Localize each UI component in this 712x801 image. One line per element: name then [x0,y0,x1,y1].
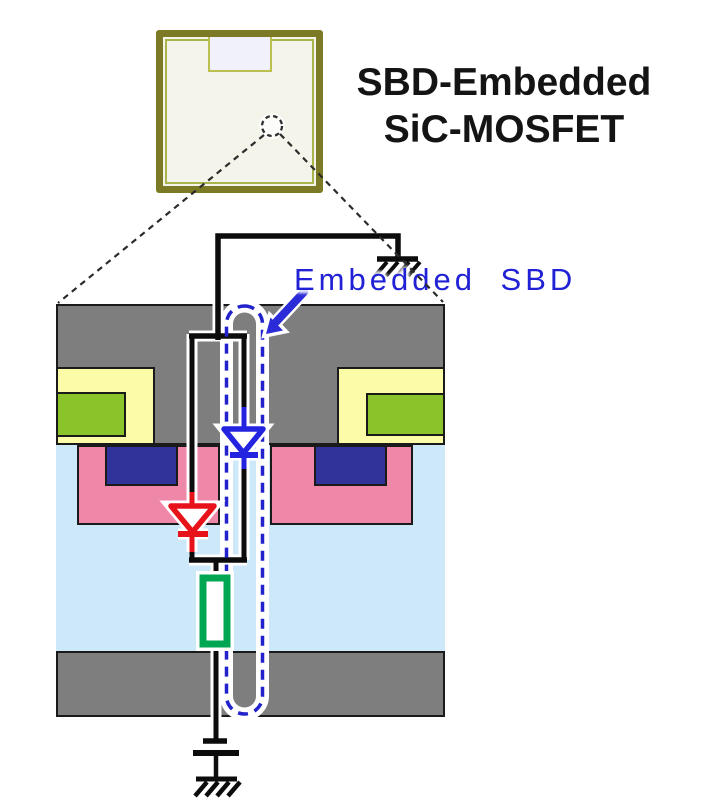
nsource-left [105,445,178,486]
drain-metal-layer [56,651,445,717]
gate-poly-right [366,393,445,436]
nsource-right [314,445,387,486]
title-line-1: SBD-Embedded [356,61,652,104]
page-title: SBD-Embedded SiC-MOSFET [323,59,685,153]
gate-poly-left [56,392,126,437]
title-line-2: SiC-MOSFET [383,108,625,151]
chip-gate-pad [208,37,272,72]
embedded-sbd-label: Embedded SBD [294,262,577,297]
drain-ground-symbol [193,738,242,798]
